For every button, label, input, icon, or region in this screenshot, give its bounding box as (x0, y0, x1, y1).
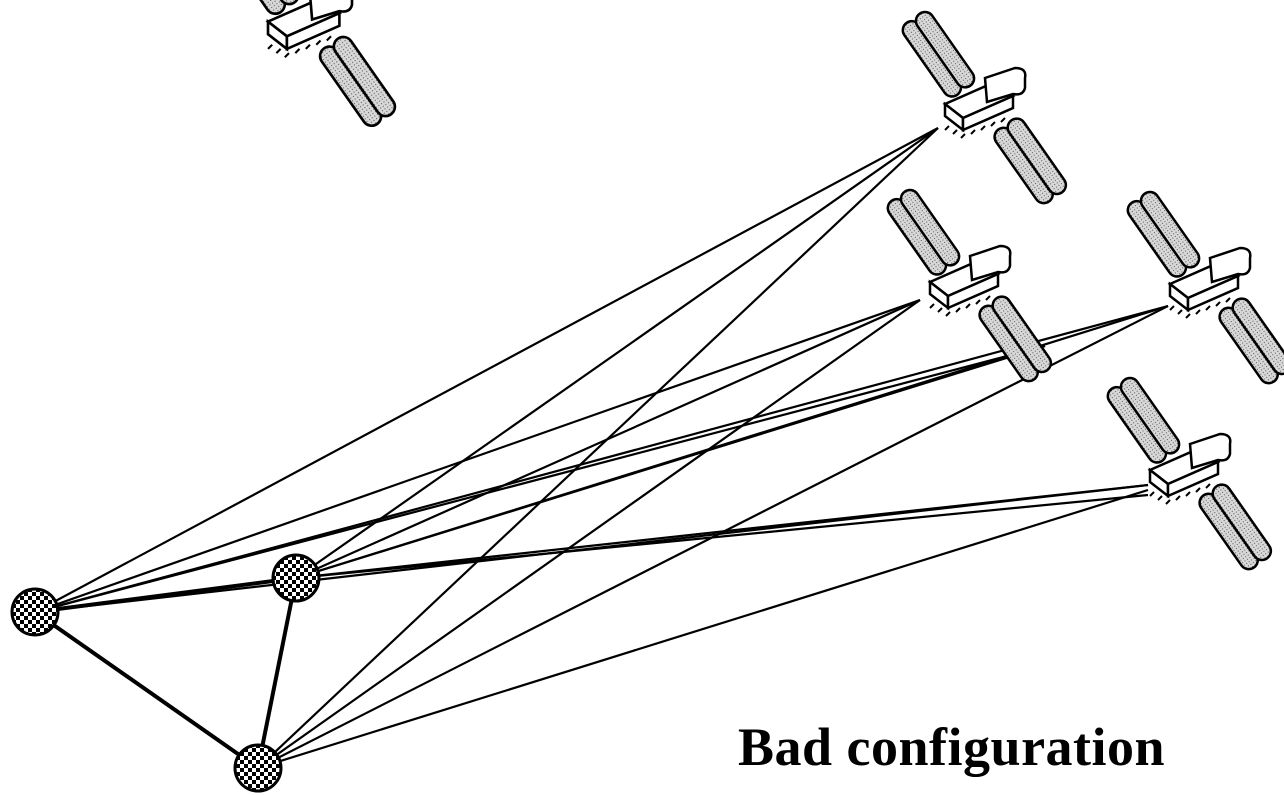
ground-baselines (33, 576, 298, 770)
configuration-caption: Bad configuration (738, 717, 1166, 777)
ground-station-icon (10, 587, 60, 637)
satellite-icon (883, 185, 1056, 386)
ground-station-icon (233, 743, 283, 793)
link-lines (34, 127, 1169, 770)
ground-station-icon (271, 553, 321, 603)
satellite-icon (1103, 373, 1276, 574)
satellite-icon (218, 0, 400, 131)
satellite-icon (898, 7, 1071, 208)
satellite-icon (1123, 187, 1284, 388)
